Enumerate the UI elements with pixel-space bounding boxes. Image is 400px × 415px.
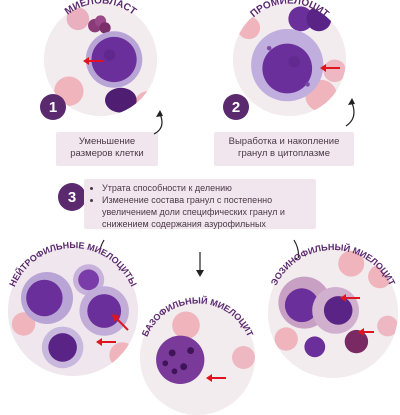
- red-pointer-arrow-icon: [358, 328, 374, 336]
- step-2-badge: 2: [223, 94, 249, 120]
- red-pointer-arrow-icon: [96, 338, 116, 346]
- red-pointer-arrow-icon: [83, 57, 103, 65]
- svg-text:БАЗОФИЛЬНЫЙ МИЕЛОЦИТ: БАЗОФИЛЬНЫЙ МИЕЛОЦИТ: [140, 295, 255, 338]
- basophilic-myelocyte-image: [140, 300, 255, 415]
- step-1-badge: 1: [40, 94, 66, 120]
- down-arrow-icon: [196, 252, 204, 277]
- svg-text:МИЕЛОБЛАСТ: МИЕЛОБЛАСТ: [63, 0, 138, 17]
- step-3-badge: 3: [58, 183, 86, 211]
- svg-text:ПРОМИЕЛОЦИТ: ПРОМИЕЛОЦИТ: [248, 0, 330, 20]
- step-3-bullet: Изменение состава гранул с постепенно ув…: [102, 194, 308, 230]
- curved-arrow-up-icon: [153, 110, 163, 135]
- step-3-bullet: Утрата способности к делению: [102, 182, 308, 194]
- svg-text:ЭОЗИНОФИЛЬНЫЙ МИЕЛОЦИТ: ЭОЗИНОФИЛЬНЫЙ МИЕЛОЦИТ: [269, 242, 398, 288]
- basophilic-myelocyte-label: БАЗОФИЛЬНЫЙ МИЕЛОЦИТ: [140, 295, 255, 338]
- red-pointer-arrow-icon: [206, 374, 226, 382]
- promyelocyte-image: [233, 3, 346, 116]
- red-pointer-arrow-icon: [340, 294, 360, 302]
- eosinophilic-myelocyte-image: [268, 248, 398, 378]
- step-1-text: Уменьшение размеров клетки: [56, 132, 158, 166]
- curved-arrow-up-icon: [345, 98, 355, 127]
- step-3-text: Утрата способности к делению Изменение с…: [84, 179, 316, 229]
- step-2-text: Выработка и накопление гранул в цитоплаз…: [214, 132, 354, 166]
- red-pointer-arrow-icon: [112, 314, 129, 331]
- promyelocyte-label: ПРОМИЕЛОЦИТ: [248, 0, 330, 20]
- neutrophilic-myelocyte-label: НЕЙТРОФИЛЬНЫЕ МИЕЛОЦИТЫ: [8, 240, 138, 288]
- myeloblast-label: МИЕЛОБЛАСТ: [63, 0, 138, 17]
- svg-text:НЕЙТРОФИЛЬНЫЕ МИЕЛОЦИТЫ: НЕЙТРОФИЛЬНЫЕ МИЕЛОЦИТЫ: [8, 240, 138, 288]
- myeloblast-image: [44, 3, 157, 116]
- red-pointer-arrow-icon: [320, 64, 340, 72]
- eosinophilic-myelocyte-label: ЭОЗИНОФИЛЬНЫЙ МИЕЛОЦИТ: [269, 242, 398, 288]
